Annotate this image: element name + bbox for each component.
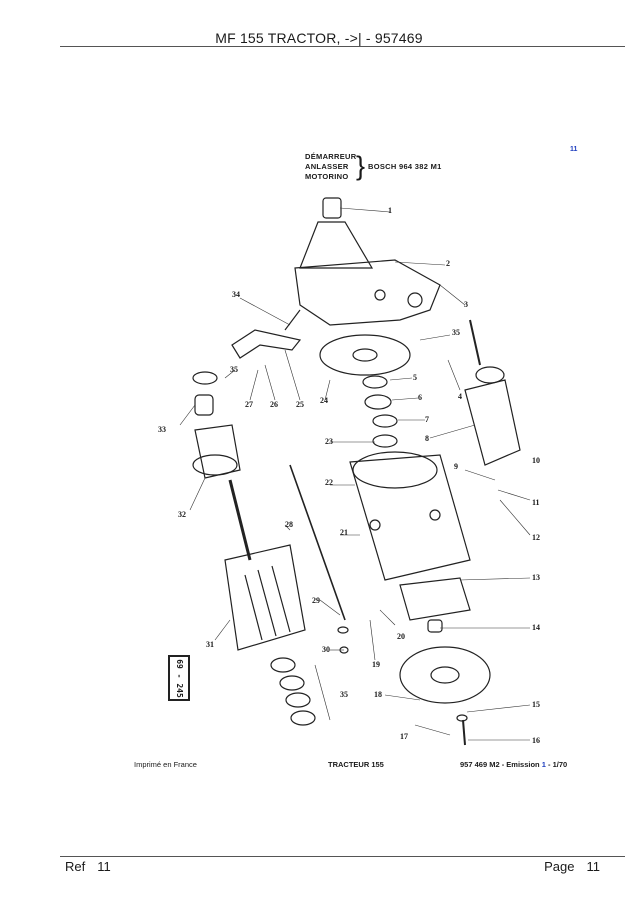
caption-line-de: ANLASSER [305, 162, 349, 171]
part-housing-flange [294, 259, 441, 326]
callout-23: 23 [325, 437, 333, 446]
callout-5: 5 [413, 373, 417, 382]
callout-20: 20 [397, 632, 405, 641]
callout-27: 27 [245, 400, 253, 409]
callout-1: 1 [388, 206, 392, 215]
callout-18: 18 [374, 690, 382, 699]
stamp-text: 69 - 245 [174, 658, 184, 698]
callout-13: 13 [532, 573, 540, 582]
footer-ref: Ref 11 [65, 859, 111, 874]
callout-35c: 35 [340, 690, 348, 699]
callout-17: 17 [400, 732, 408, 741]
footer-page: Page 11 [544, 859, 600, 874]
part-shift-lever [231, 329, 302, 359]
part-intermediate-plate [319, 334, 411, 376]
callout-7: 7 [425, 415, 429, 424]
tractor-model: TRACTEUR 155 [328, 760, 384, 769]
footer-page-value: 11 [586, 859, 601, 874]
callout-6: 6 [418, 393, 422, 402]
part-pinion-sleeve [194, 394, 214, 416]
callout-3: 3 [464, 300, 468, 309]
caption-line-fr: DÉMARREUR [305, 152, 357, 161]
corner-page-number: 11 [570, 146, 578, 153]
printed-in-france: Imprimé en France [134, 760, 197, 769]
part-armature-shaft [228, 479, 252, 561]
callout-2: 2 [446, 259, 450, 268]
callout-14: 14 [532, 623, 540, 632]
callout-4: 4 [458, 392, 462, 401]
header-rule [60, 46, 625, 47]
part-armature-core [224, 544, 306, 651]
callout-22: 22 [325, 478, 333, 487]
part-drive-pinion [194, 424, 241, 479]
caption-part-spec: BOSCH 964 382 M1 [368, 162, 442, 171]
caption-brace-icon: } [356, 151, 366, 181]
reference-prefix: 957 469 M2 - Emission [460, 760, 540, 769]
callout-9: 9 [454, 462, 458, 471]
part-end-cover [399, 646, 491, 704]
callout-25: 25 [296, 400, 304, 409]
footer-ref-value: 11 [97, 859, 111, 874]
part-field-frame [349, 454, 471, 581]
diagram-caption: DÉMARREUR ANLASSER MOTORINO } BOSCH 964 … [305, 152, 441, 182]
callout-31: 31 [206, 640, 214, 649]
callout-32: 32 [178, 510, 186, 519]
reference-suffix: - 1/70 [547, 760, 568, 769]
caption-line-it: MOTORINO [305, 172, 349, 181]
footer-rule [60, 856, 625, 857]
footer-ref-label: Ref [65, 859, 86, 874]
footer-page-label: Page [544, 859, 575, 874]
callout-21: 21 [340, 528, 348, 537]
part-bushing [322, 197, 342, 219]
callout-33: 33 [158, 425, 166, 434]
emission-number: 1 [541, 760, 546, 769]
callout-35a: 35 [452, 328, 460, 337]
page-title: MF 155 TRACTOR, ->| - 957469 [215, 30, 423, 46]
callout-26: 26 [270, 400, 278, 409]
part-solenoid [464, 379, 521, 466]
callout-19: 19 [372, 660, 380, 669]
callout-10: 10 [532, 456, 540, 465]
callout-24: 24 [320, 396, 328, 405]
part-through-bolt [289, 464, 346, 621]
part-nose-cone [299, 221, 374, 269]
callout-35b: 35 [230, 365, 238, 374]
callout-15: 15 [532, 700, 540, 709]
callout-11: 11 [532, 498, 540, 507]
callout-28: 28 [285, 520, 293, 529]
callout-16: 16 [532, 736, 540, 745]
callout-30: 30 [322, 645, 330, 654]
part-brush-holder [399, 577, 471, 621]
document-reference: 957 469 M2 - Emission 1 - 1/70 [460, 760, 567, 769]
reference-stamp: 69 - 245 [168, 655, 190, 701]
callout-12: 12 [532, 533, 540, 542]
callout-8: 8 [425, 434, 429, 443]
callout-29: 29 [312, 596, 320, 605]
callout-34: 34 [232, 290, 240, 299]
